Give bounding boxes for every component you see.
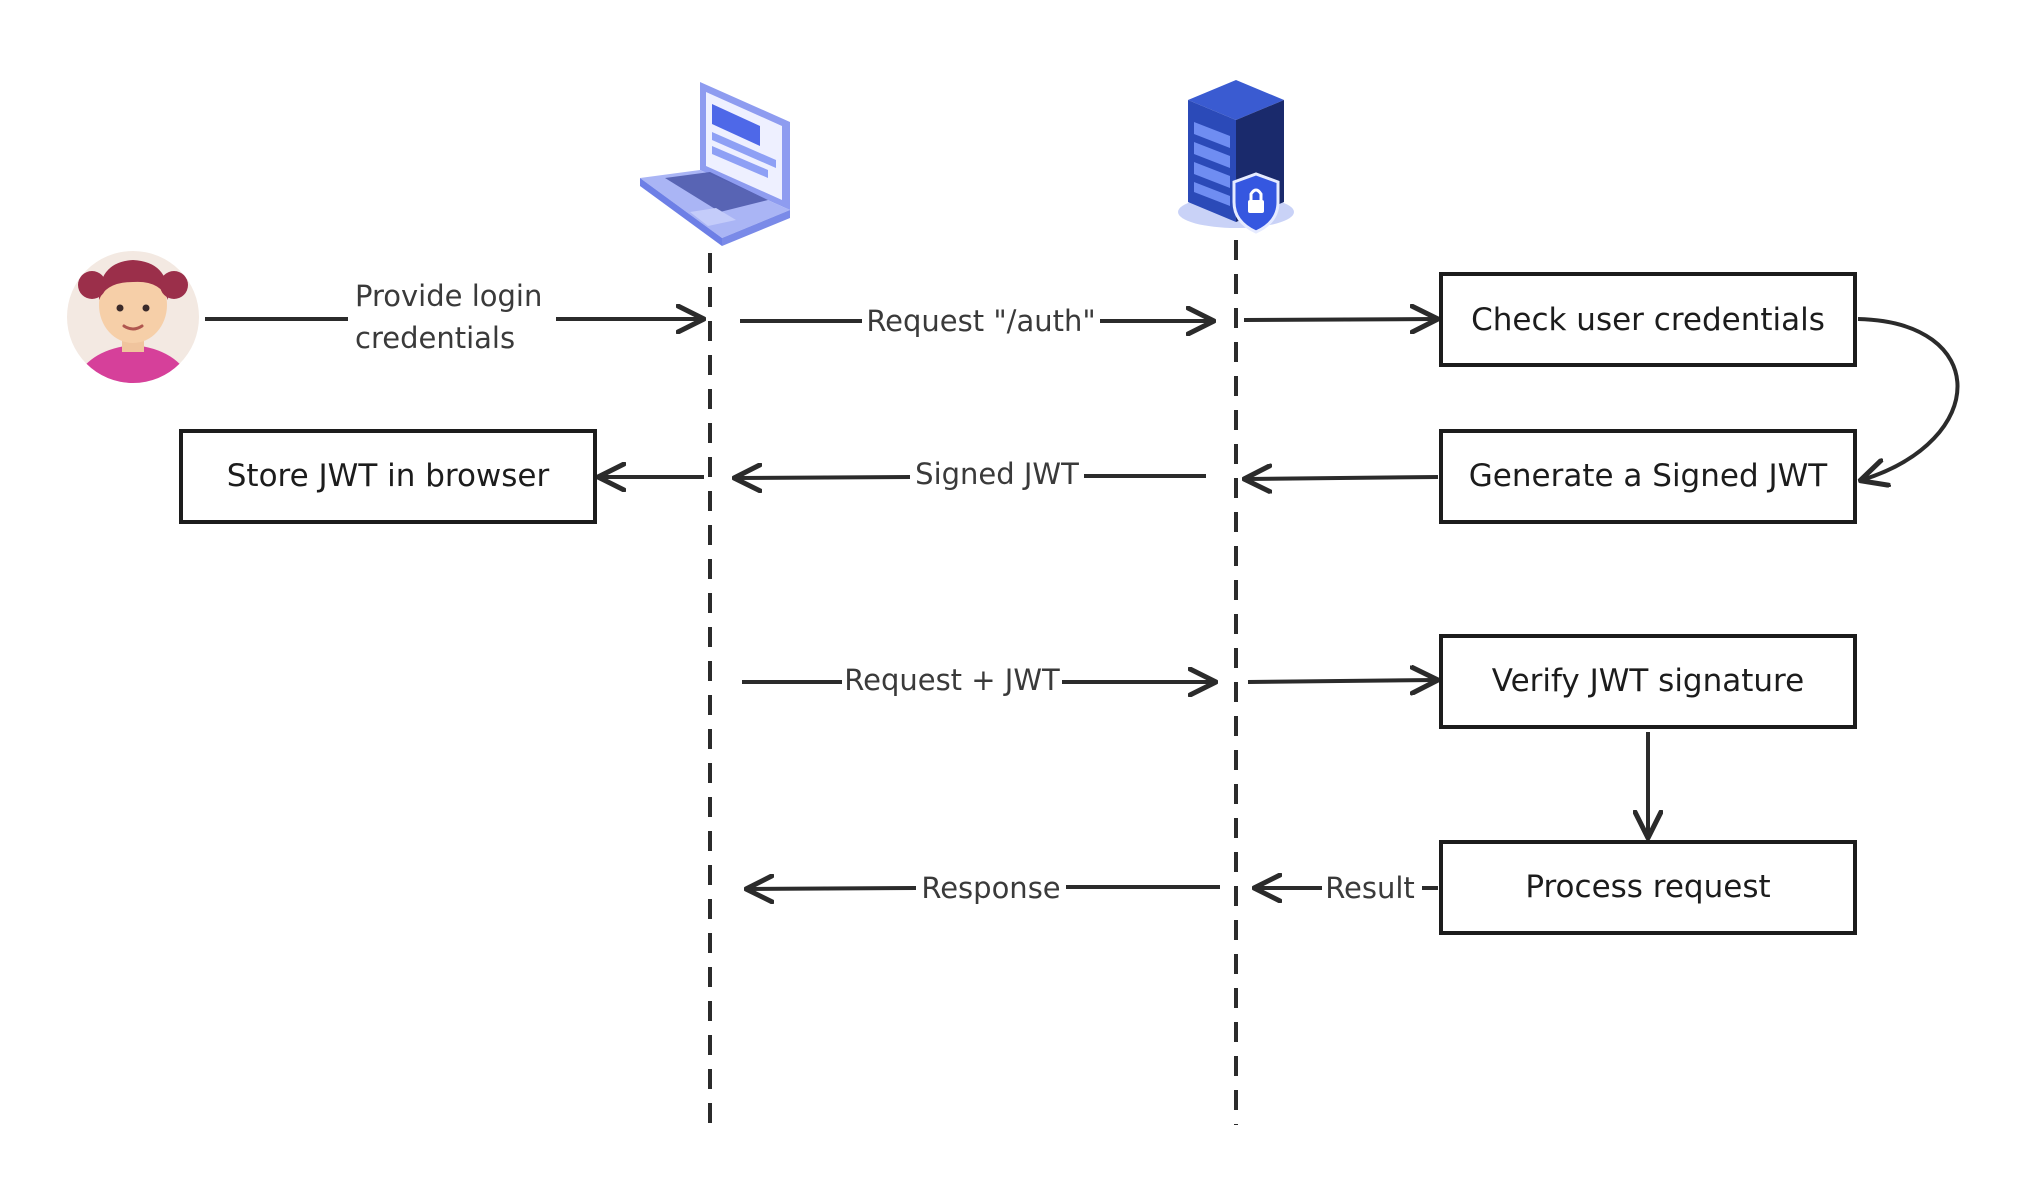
request-jwt-label: Request + JWT: [844, 663, 1060, 697]
msg-provide-login-credentials: Provide login credentials: [205, 279, 702, 355]
store-jwt-label: Store JWT in browser: [227, 458, 550, 494]
signed-jwt-label: Signed JWT: [915, 457, 1079, 491]
msg-response: Response: [748, 871, 1220, 905]
provide-login-label-2: credentials: [355, 321, 515, 355]
verify-signature-box: Verify JWT signature: [1439, 634, 1857, 729]
process-request-box: Process request: [1439, 840, 1857, 935]
store-jwt-box: Store JWT in browser: [179, 429, 597, 524]
check-credentials-label: Check user credentials: [1471, 302, 1825, 338]
user-avatar-icon: [67, 251, 199, 383]
msg-request-plus-jwt: Request + JWT: [742, 663, 1214, 697]
secure-server-icon: [1178, 80, 1294, 234]
generate-jwt-label: Generate a Signed JWT: [1469, 458, 1829, 494]
arrow-to-verify-signature: [1247, 680, 1436, 682]
arrow-generate-to-server: [1246, 477, 1439, 479]
request-auth-label: Request "/auth": [866, 304, 1095, 338]
generate-jwt-box: Generate a Signed JWT: [1439, 429, 1857, 524]
verify-signature-label: Verify JWT signature: [1492, 663, 1804, 699]
response-label: Response: [921, 871, 1060, 905]
msg-result: Result: [1256, 871, 1438, 905]
result-label: Result: [1325, 871, 1415, 905]
laptop-icon: [640, 82, 790, 246]
process-request-label: Process request: [1525, 869, 1770, 905]
provide-login-label-1: Provide login: [355, 279, 542, 313]
msg-signed-jwt: Signed JWT: [736, 457, 1206, 491]
msg-request-auth: Request "/auth": [740, 304, 1212, 338]
arrow-to-check-credentials: [1243, 319, 1436, 320]
curved-arrow-check-to-generate: [1858, 317, 1960, 480]
check-credentials-box: Check user credentials: [1439, 272, 1857, 367]
